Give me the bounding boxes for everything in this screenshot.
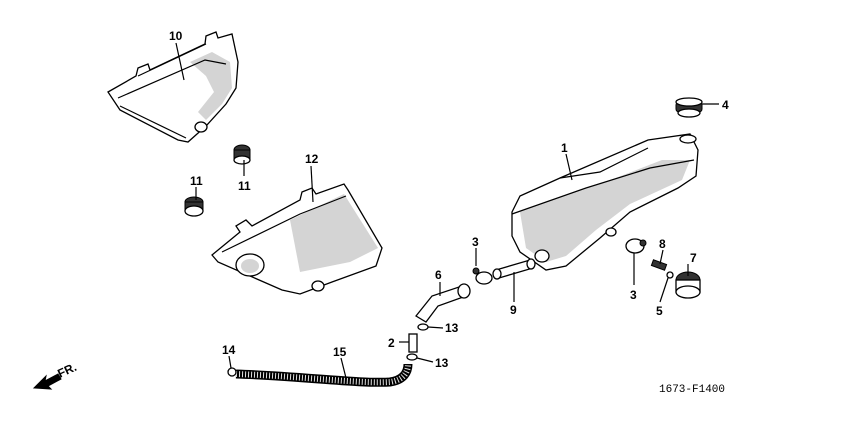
part-4-cap [675, 97, 703, 118]
front-direction-arrow: FR. [32, 360, 79, 390]
callout-10: 10 [169, 29, 183, 43]
part-8-bolt [650, 259, 668, 271]
part-5-washer [666, 271, 674, 279]
callout-9: 9 [510, 303, 517, 317]
callout-11-upper: 11 [238, 179, 251, 193]
part-1-tank [511, 133, 699, 271]
leader-lines [175, 42, 719, 379]
callout-2: 2 [388, 336, 395, 350]
part-9-joint [492, 258, 536, 280]
part-10-side-cover [107, 31, 239, 143]
part-14-clip [227, 367, 237, 377]
callout-labels: 10 12 11 11 1 4 3 3 8 5 7 9 6 13 2 13 14… [169, 29, 729, 370]
callout-3-right: 3 [630, 288, 637, 302]
part-15-hose [235, 363, 413, 387]
part-11-grommet-lower [184, 196, 204, 217]
callout-5: 5 [656, 304, 663, 318]
part-3-clamp-left [472, 267, 493, 285]
callout-12: 12 [305, 152, 319, 166]
direction-label: FR. [55, 360, 78, 381]
part-2-connector [408, 333, 418, 353]
part-3-clamp-right [625, 238, 647, 254]
callout-15: 15 [333, 345, 347, 359]
callout-3-left: 3 [472, 235, 479, 249]
callout-13-lower: 13 [435, 356, 449, 370]
part-6-elbow-hose [415, 283, 471, 323]
part-13-clip-lower [406, 353, 418, 361]
callout-6: 6 [435, 268, 442, 282]
figure-code: 1673-F1400 [659, 384, 725, 396]
callout-14: 14 [222, 343, 236, 357]
callout-7: 7 [690, 251, 697, 265]
part-13-clip-upper [417, 323, 429, 331]
part-12-side-cover [211, 183, 383, 295]
callout-11-lower: 11 [190, 174, 203, 188]
part-11-grommet-upper [233, 144, 251, 165]
callout-1: 1 [561, 141, 568, 155]
callout-4: 4 [722, 98, 729, 112]
callout-13-upper: 13 [445, 321, 459, 335]
callout-8: 8 [659, 237, 666, 251]
